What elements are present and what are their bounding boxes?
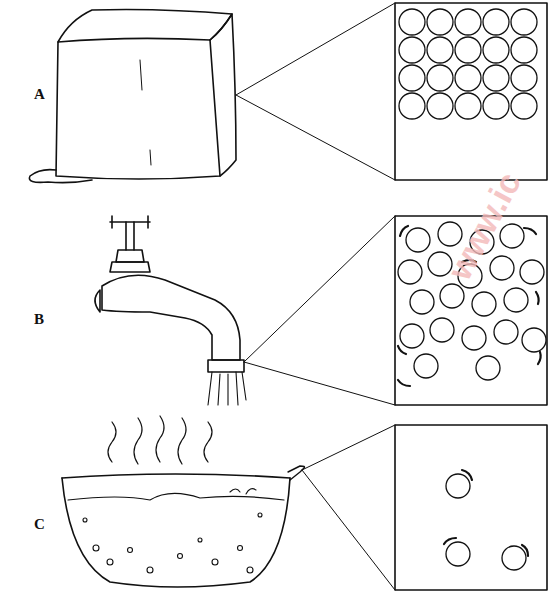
solid-particles <box>399 9 537 119</box>
gas-particles <box>446 474 526 570</box>
leader-line <box>236 3 395 180</box>
ice-cube <box>29 10 236 183</box>
row-letter: A <box>34 86 45 103</box>
water-tap <box>95 216 246 405</box>
steam <box>108 416 212 464</box>
leader-line <box>302 425 395 590</box>
row-letter: B <box>34 311 44 328</box>
motion-marks <box>444 470 528 556</box>
watermark: www.ic <box>440 166 529 287</box>
row-letter: C <box>34 516 45 533</box>
magnified-view <box>395 3 547 180</box>
leader-line <box>244 216 395 405</box>
meltwater-puddle <box>29 170 92 183</box>
magnified-view <box>395 425 547 590</box>
boiling-pan <box>62 416 305 587</box>
